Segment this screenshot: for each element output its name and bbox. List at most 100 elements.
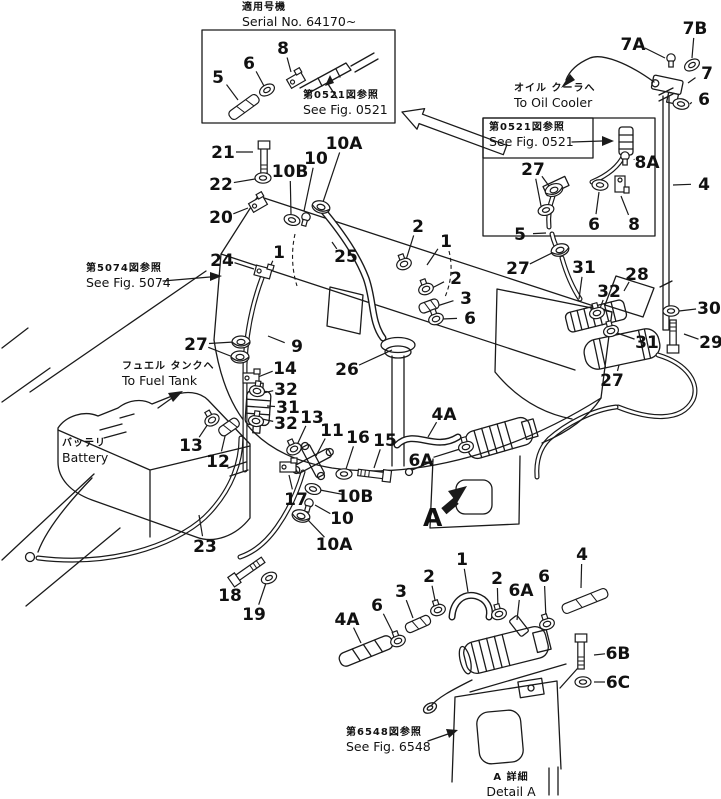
view-a-letter: A xyxy=(423,503,443,532)
part-glyph-bolt xyxy=(357,468,393,483)
part-glyph-washer xyxy=(574,676,592,688)
part-glyph-fitting xyxy=(279,457,298,473)
callout-leader xyxy=(691,37,695,59)
mid-pump xyxy=(464,416,539,460)
to-fuel-tank-jp: フュエル タンクヘ xyxy=(122,361,215,372)
part-glyph-grommet xyxy=(550,243,570,257)
callout-label: 31 xyxy=(276,398,300,418)
callout-label: 22 xyxy=(209,175,233,195)
filler-neck xyxy=(380,336,416,467)
callout-label: 8 xyxy=(277,39,289,59)
callout-leader xyxy=(315,438,326,457)
callout-leader xyxy=(353,627,362,644)
callout-leader xyxy=(532,232,547,235)
callout-label: 9 xyxy=(291,337,303,357)
callout-leader xyxy=(233,207,249,215)
callout-leader xyxy=(234,262,255,270)
callout-leader xyxy=(286,57,292,73)
callout-label: 1 xyxy=(273,243,285,263)
callout-label: 32 xyxy=(597,282,621,302)
serial-note-en: Serial No. 64170~ xyxy=(242,14,357,29)
callout-label: 17 xyxy=(284,490,308,510)
part-glyph-clamp xyxy=(458,435,474,454)
callout-leader xyxy=(644,47,666,59)
serial-note-jp: 適用号機 xyxy=(242,2,286,13)
callout-label: 19 xyxy=(242,605,266,625)
part-glyph-tube xyxy=(218,417,240,437)
callout-leader xyxy=(233,178,256,184)
callout-leader xyxy=(322,152,341,203)
see-fig-5074-note: 第5074図参照 See Fig. 5074 xyxy=(86,263,171,290)
callout-label: 12 xyxy=(206,452,230,472)
callout-label: 6 xyxy=(371,596,383,616)
battery-note: バッテリ Battery xyxy=(62,438,108,465)
part-glyph-clamp xyxy=(248,380,266,398)
part-glyph-tube xyxy=(404,614,432,634)
callout-leader xyxy=(208,346,234,358)
callout-label: 31 xyxy=(635,333,659,353)
detail-bracket-plate xyxy=(451,680,562,796)
part-glyph-fitting xyxy=(614,175,630,194)
callout-leader xyxy=(672,183,692,186)
detail-a-jp: A 詳細 xyxy=(493,772,529,783)
callout-label: 18 xyxy=(218,586,242,606)
to-oil-cooler-note: オイル クーラへ To Oil Cooler xyxy=(514,83,595,110)
view-a-arrow-tail xyxy=(441,497,459,515)
part-glyph-washer xyxy=(304,482,322,496)
to-fuel-tank-note: フュエル タンクヘ To Fuel Tank xyxy=(122,361,214,388)
part-glyph-clamp xyxy=(418,277,434,296)
callout-leader xyxy=(689,101,693,105)
callout-label: 10 xyxy=(304,149,328,169)
see-fig-0521-top-jp: 第0521図参照 xyxy=(303,90,379,101)
callout-label: 25 xyxy=(334,247,358,267)
part-glyph-bolt xyxy=(257,140,271,179)
slotted-part xyxy=(618,126,634,156)
callout-leader xyxy=(441,317,458,320)
callout-leader xyxy=(314,504,331,515)
callout-label: 10B xyxy=(272,162,309,182)
callout-leader xyxy=(331,241,338,250)
part-glyph-grommet xyxy=(230,350,250,364)
part-glyph-washer xyxy=(684,58,700,72)
canister xyxy=(583,328,661,370)
callout-leader xyxy=(426,248,439,266)
callout-leader xyxy=(296,425,307,446)
callout-label: 27 xyxy=(521,160,545,180)
part-glyph-grommet xyxy=(311,200,331,214)
callout-label: 27 xyxy=(184,335,208,355)
callout-leader xyxy=(541,175,550,187)
view-a-arrow xyxy=(448,486,467,503)
part-glyph-washer xyxy=(672,98,690,110)
part-glyph-bolt xyxy=(666,319,680,354)
callout-leader xyxy=(620,195,630,216)
detail-pump xyxy=(458,625,552,675)
callout-label: 27 xyxy=(506,259,530,279)
callout-label: 2 xyxy=(491,569,503,589)
callout-label: 16 xyxy=(346,428,370,448)
callout-label: 8 xyxy=(628,215,640,235)
callout-leader xyxy=(595,191,600,215)
part-glyph-washer xyxy=(254,172,272,184)
see-fig-0521-right-en: See Fig. 0521 xyxy=(489,134,574,149)
callout-label: 6B xyxy=(606,644,631,664)
callout-leader xyxy=(683,333,699,340)
part-glyph-grommet xyxy=(231,335,251,349)
callout-leader xyxy=(266,405,276,408)
callout-label: 15 xyxy=(373,431,397,451)
part-glyph-fitting xyxy=(253,263,275,280)
callout-label: 5 xyxy=(514,225,526,245)
callout-leader xyxy=(593,653,606,656)
callout-label: 3 xyxy=(460,289,472,309)
callout-leader xyxy=(261,418,274,422)
see-fig-6548-en: See Fig. 6548 xyxy=(346,739,431,754)
see-fig-5074-jp: 第5074図参照 xyxy=(86,263,162,274)
wire-terminal xyxy=(422,702,438,714)
part-glyph-fitting xyxy=(247,190,269,214)
callout-label: 10B xyxy=(337,487,374,507)
part-glyph-clamp xyxy=(247,410,265,428)
part-glyph-grommet xyxy=(291,509,311,523)
battery-note-jp: バッテリ xyxy=(62,438,106,449)
part-glyph-washer xyxy=(662,305,680,317)
